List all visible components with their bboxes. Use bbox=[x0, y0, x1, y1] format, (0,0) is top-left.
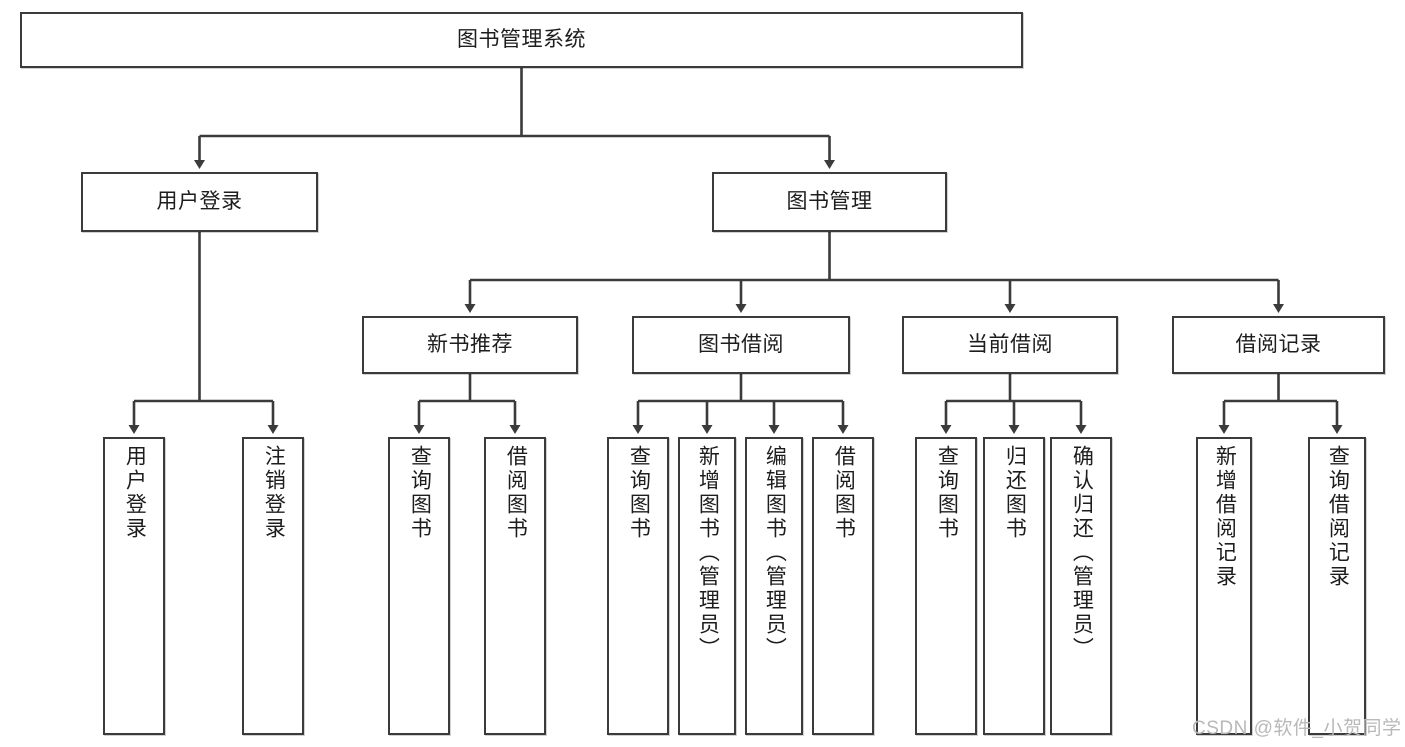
node-bookmgmt[interactable]: 图书管理 bbox=[712, 172, 947, 232]
node-label: 新增图书（管理员） bbox=[696, 445, 720, 661]
node-label: 新增借阅记录 bbox=[1213, 445, 1237, 589]
node-label: 注销登录 bbox=[262, 445, 286, 541]
node-label: 编辑图书（管理员） bbox=[763, 445, 787, 661]
node-label: 确认归还（管理员） bbox=[1070, 445, 1094, 661]
node-label: 图书管理 bbox=[786, 189, 873, 213]
node-label: 图书管理系统 bbox=[457, 27, 586, 51]
node-label: 用户登录 bbox=[123, 445, 147, 541]
watermark: CSDN @软件_小贺同学 bbox=[1192, 718, 1402, 739]
node-label: 查询图书 bbox=[408, 445, 432, 541]
node-label: 查询图书 bbox=[935, 445, 959, 541]
node-l12[interactable]: 新增借阅记录 bbox=[1196, 437, 1252, 735]
node-label: 当前借阅 bbox=[967, 332, 1053, 356]
node-l5[interactable]: 查询图书 bbox=[607, 437, 669, 735]
node-current[interactable]: 当前借阅 bbox=[902, 316, 1118, 374]
node-label: 借阅图书 bbox=[832, 445, 856, 541]
node-label: 借阅图书 bbox=[504, 445, 528, 541]
node-label: 用户登录 bbox=[156, 189, 243, 213]
node-label: 查询图书 bbox=[627, 445, 651, 541]
node-l9[interactable]: 查询图书 bbox=[915, 437, 977, 735]
node-label: 借阅记录 bbox=[1235, 332, 1322, 356]
node-root[interactable]: 图书管理系统 bbox=[20, 12, 1023, 68]
node-l1[interactable]: 用户登录 bbox=[103, 437, 165, 735]
node-label: 新书推荐 bbox=[427, 332, 513, 356]
node-l10[interactable]: 归还图书 bbox=[983, 437, 1045, 735]
node-records[interactable]: 借阅记录 bbox=[1172, 316, 1385, 374]
node-l13[interactable]: 查询借阅记录 bbox=[1308, 437, 1366, 735]
node-l6[interactable]: 新增图书（管理员） bbox=[678, 437, 736, 735]
node-l7[interactable]: 编辑图书（管理员） bbox=[745, 437, 803, 735]
node-label: 查询借阅记录 bbox=[1326, 445, 1350, 589]
node-newbook[interactable]: 新书推荐 bbox=[362, 316, 578, 374]
node-l8[interactable]: 借阅图书 bbox=[812, 437, 874, 735]
node-l11[interactable]: 确认归还（管理员） bbox=[1050, 437, 1112, 735]
node-l2[interactable]: 注销登录 bbox=[242, 437, 304, 735]
node-l4[interactable]: 借阅图书 bbox=[484, 437, 546, 735]
node-l3[interactable]: 查询图书 bbox=[388, 437, 450, 735]
node-label: 归还图书 bbox=[1003, 445, 1027, 541]
node-login[interactable]: 用户登录 bbox=[81, 172, 318, 232]
node-borrow[interactable]: 图书借阅 bbox=[632, 316, 850, 374]
node-label: 图书借阅 bbox=[698, 332, 784, 356]
